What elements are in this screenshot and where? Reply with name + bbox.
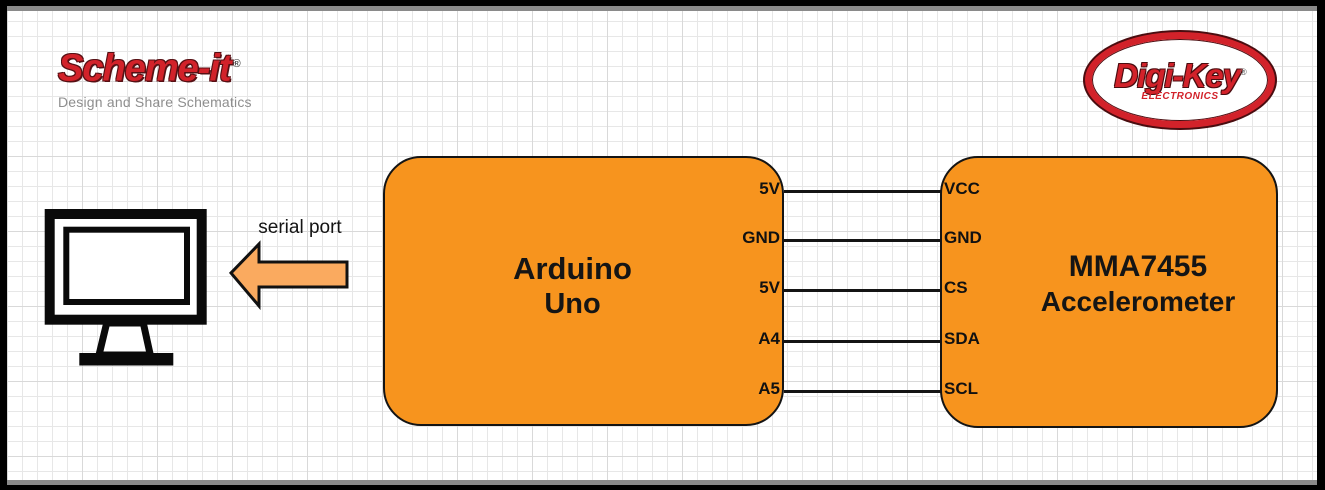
serial-port-label[interactable]: serial port [258, 217, 342, 238]
block-mma7455-accelerometer[interactable] [940, 156, 1278, 428]
scheme-it-logo: Scheme-it® Design and Share Schematics [58, 44, 252, 110]
arduino-pin-5v: 5V [759, 179, 780, 198]
registered-mark: ® [1240, 67, 1247, 77]
wire-a5-scl[interactable] [784, 390, 942, 393]
mma-pin-vcc: VCC [944, 179, 980, 198]
wire-5v-cs[interactable] [784, 289, 942, 292]
arduino-title: Arduino [513, 251, 632, 286]
wire-5v-vcc[interactable] [784, 190, 942, 193]
mma7455-title: MMA7455 [1068, 250, 1208, 283]
frame-bottom-strip [7, 480, 1317, 485]
block-arduino-uno[interactable] [383, 156, 784, 426]
digi-key-wordmark: Digi-Key® [1085, 55, 1275, 93]
arduino-pin-5v-2: 5V [759, 278, 780, 297]
arduino-pin-a5: A5 [758, 379, 780, 398]
scheme-it-name: Scheme-it [58, 47, 232, 90]
mma-pin-scl: SCL [944, 379, 978, 398]
digi-key-electronics-label: ELECTRONICS [1141, 91, 1219, 102]
scheme-it-tagline: Design and Share Schematics [58, 93, 252, 110]
mma-pin-gnd: GND [944, 228, 982, 247]
digi-key-logo: Digi-Key® ELECTRONICS [1085, 32, 1275, 128]
mma7455-subtitle: Accelerometer [1040, 286, 1236, 317]
frame-top-strip [7, 6, 1317, 11]
digi-key-ellipse [1085, 32, 1275, 128]
mma-pin-sda: SDA [944, 329, 980, 348]
arduino-pin-a4: A4 [758, 329, 780, 348]
arduino-pin-gnd: GND [742, 228, 780, 247]
wire-a4-sda[interactable] [784, 340, 942, 343]
monitor-icon[interactable] [40, 205, 210, 370]
scheme-it-wordmark: Scheme-it® [58, 44, 252, 89]
digi-key-name: Digi-Key [1114, 57, 1241, 94]
wire-gnd-gnd[interactable] [784, 239, 942, 242]
arduino-subtitle: Uno [544, 288, 601, 320]
arrow-left-icon[interactable] [225, 240, 360, 320]
registered-mark: ® [232, 58, 241, 70]
mma-pin-cs: CS [944, 278, 968, 297]
